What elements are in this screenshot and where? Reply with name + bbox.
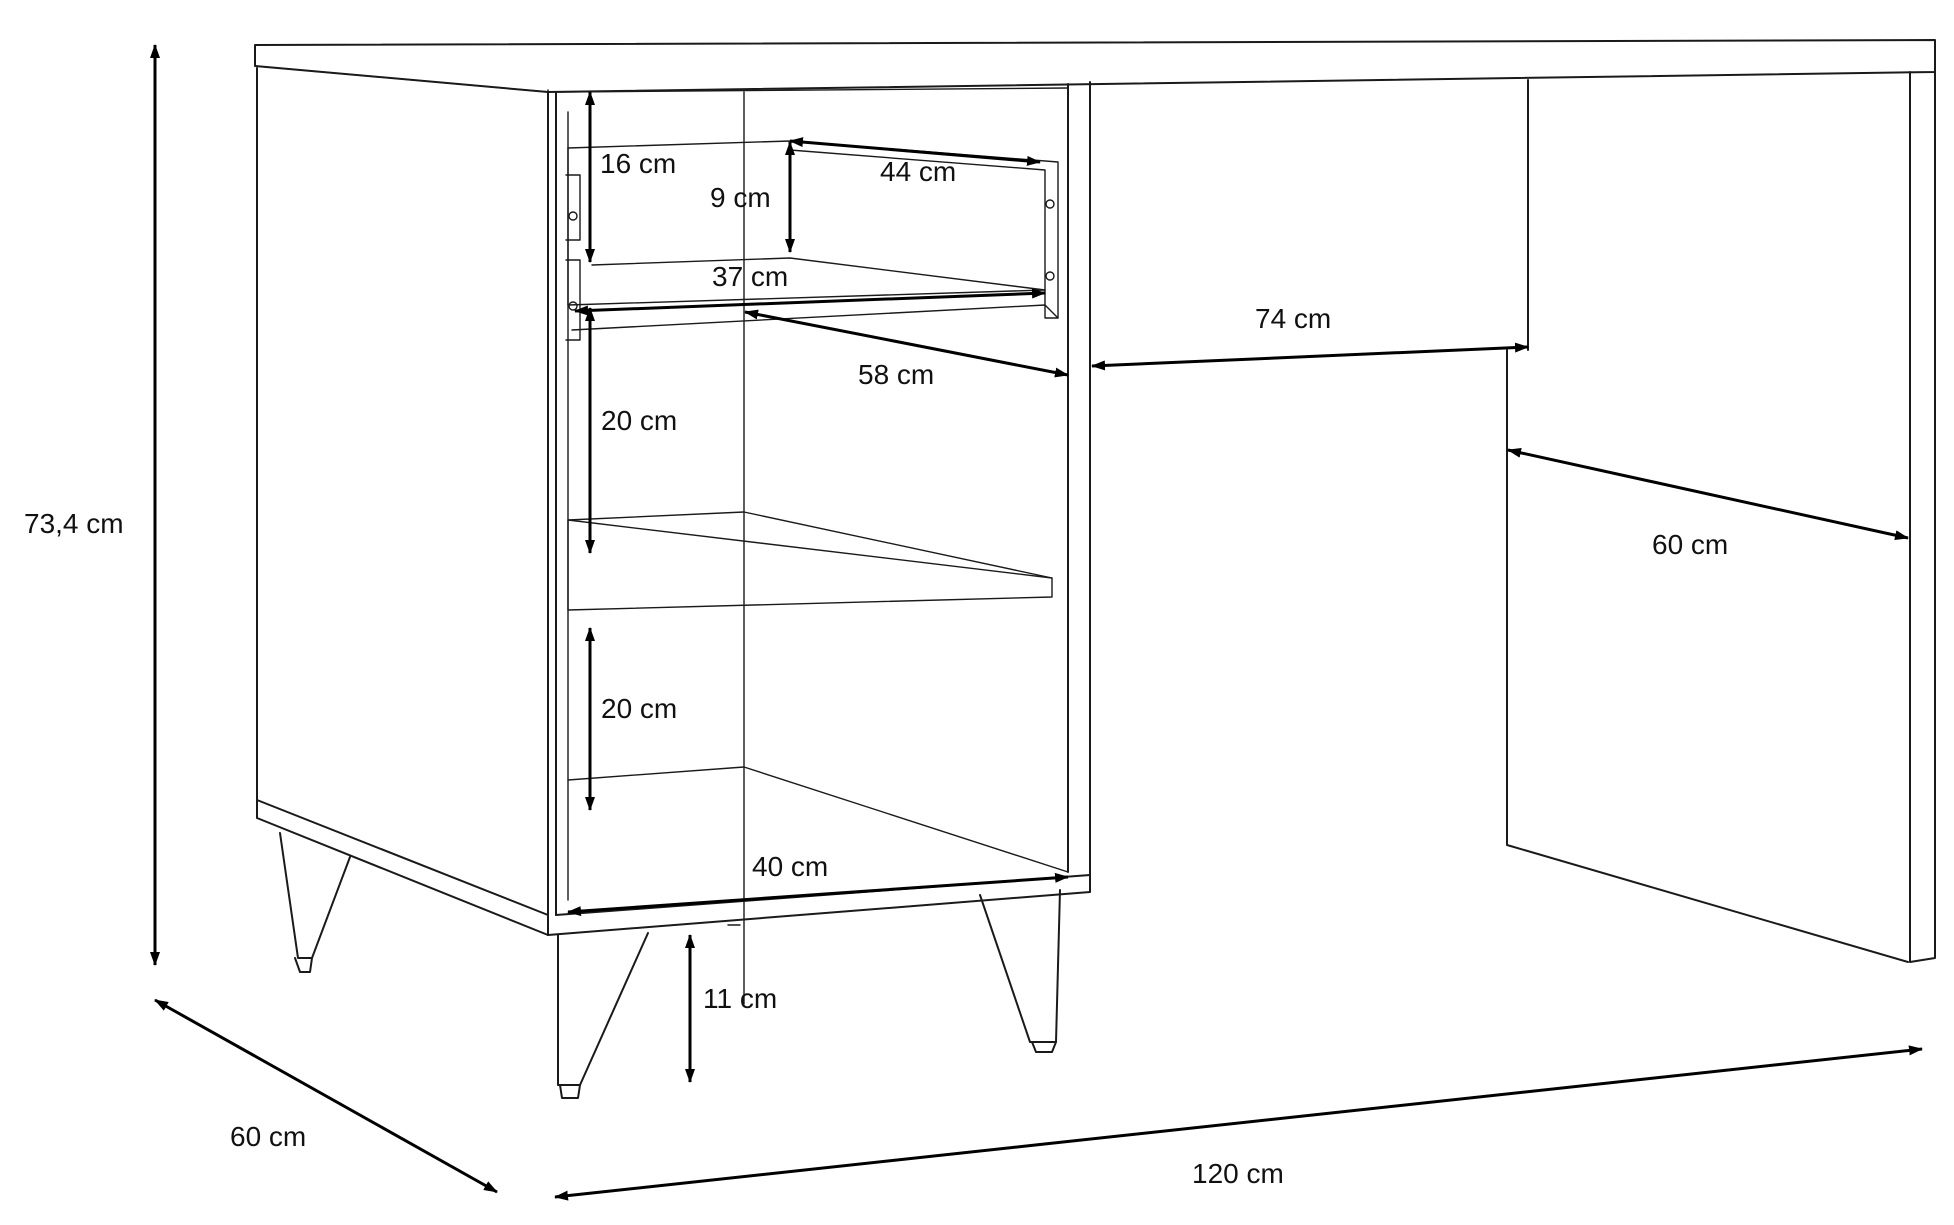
label-total-depth: 60 cm bbox=[230, 1121, 306, 1152]
dim-line-total-width bbox=[554, 1045, 1923, 1201]
label-cabinet-inner-width: 40 cm bbox=[752, 851, 828, 882]
dim-line-cabinet-depth bbox=[744, 309, 1069, 378]
label-side-panel-depth: 60 cm bbox=[1652, 529, 1728, 560]
label-drawer-width: 44 cm bbox=[880, 156, 956, 187]
dim-line-cabinet-inner-width bbox=[567, 872, 1069, 917]
shelf bbox=[567, 511, 1053, 611]
label-drawer-inner-height: 9 cm bbox=[710, 182, 771, 213]
label-knee-space-width: 74 cm bbox=[1255, 303, 1331, 334]
dim-line-total-depth bbox=[154, 998, 498, 1194]
label-shelf-upper-gap: 20 cm bbox=[601, 405, 677, 436]
dim-line-knee-space-width bbox=[1091, 342, 1529, 371]
label-drawer-height: 16 cm bbox=[600, 148, 676, 179]
label-total-height: 73,4 cm bbox=[24, 508, 124, 539]
dimension-labels: 73,4 cm 60 cm 120 cm 16 cm 9 cm 44 cm 37… bbox=[24, 148, 1728, 1189]
legs bbox=[279, 832, 1061, 1099]
cabinet-side-panel bbox=[256, 67, 549, 936]
dim-line-drawer-width bbox=[789, 137, 1041, 166]
dim-line-drawer-depth bbox=[574, 288, 1046, 316]
tabletop bbox=[254, 39, 1936, 93]
right-side-panel bbox=[1506, 71, 1936, 963]
cabinet-interior bbox=[567, 111, 1069, 901]
desk-body bbox=[254, 39, 1936, 1099]
label-total-width: 120 cm bbox=[1192, 1158, 1284, 1189]
label-leg-clearance: 11 cm bbox=[703, 983, 777, 1014]
dimension-lines bbox=[150, 44, 1923, 1201]
label-shelf-lower-gap: 20 cm bbox=[601, 693, 677, 724]
label-drawer-depth: 37 cm bbox=[712, 261, 788, 292]
label-cabinet-depth: 58 cm bbox=[858, 359, 934, 390]
dim-line-side-panel-depth bbox=[1507, 447, 1909, 541]
